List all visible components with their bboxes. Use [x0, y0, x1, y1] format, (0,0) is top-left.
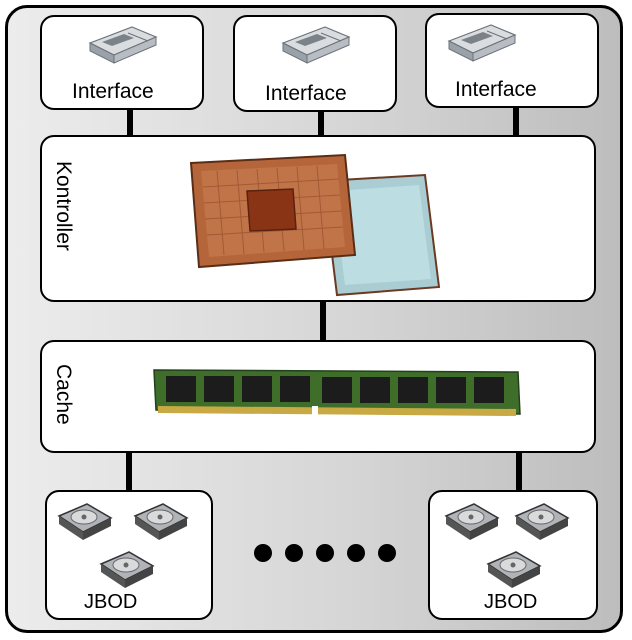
interface-box: Interface — [425, 13, 599, 108]
hard-disk-icon — [514, 503, 570, 540]
interface-label: Interface — [265, 82, 347, 105]
ram-module-icon — [153, 369, 521, 416]
cpu-chip-icon — [189, 153, 441, 297]
interface-label: Interface — [72, 80, 154, 103]
connector-controller-cache — [320, 300, 326, 342]
ellipsis-dot — [347, 544, 365, 562]
connector-interface-1-controller — [127, 108, 133, 136]
hard-disk-icon — [99, 551, 155, 588]
jbod-label: JBOD — [84, 591, 138, 613]
connector-interface-3-controller — [513, 108, 519, 136]
cache-label: Cache — [52, 364, 75, 425]
hard-disk-icon — [444, 503, 500, 540]
ellipsis-dot — [378, 544, 396, 562]
jbod-label: JBOD — [484, 591, 538, 613]
ellipsis-dot — [254, 544, 272, 562]
controller-box: Kontroller — [40, 135, 596, 302]
hard-disk-icon — [486, 551, 542, 588]
connector-cache-jbod-right — [516, 452, 522, 492]
ellipsis-dot — [316, 544, 334, 562]
connector-cache-jbod-left — [126, 452, 132, 492]
interface-label: Interface — [455, 78, 537, 101]
hard-disk-icon — [133, 503, 189, 540]
sfp-transceiver-icon — [88, 26, 158, 64]
hard-disk-icon — [57, 503, 113, 540]
interface-box: Interface — [233, 15, 397, 112]
jbod-box: JBOD — [428, 490, 598, 620]
connector-interface-2-controller — [318, 110, 324, 136]
cache-box: Cache — [40, 340, 596, 453]
ellipsis-dot — [285, 544, 303, 562]
controller-label: Kontroller — [52, 161, 75, 251]
sfp-transceiver-icon — [447, 24, 517, 62]
sfp-transceiver-icon — [281, 26, 351, 64]
interface-box: Interface — [40, 15, 204, 110]
jbod-box: JBOD — [45, 490, 213, 620]
